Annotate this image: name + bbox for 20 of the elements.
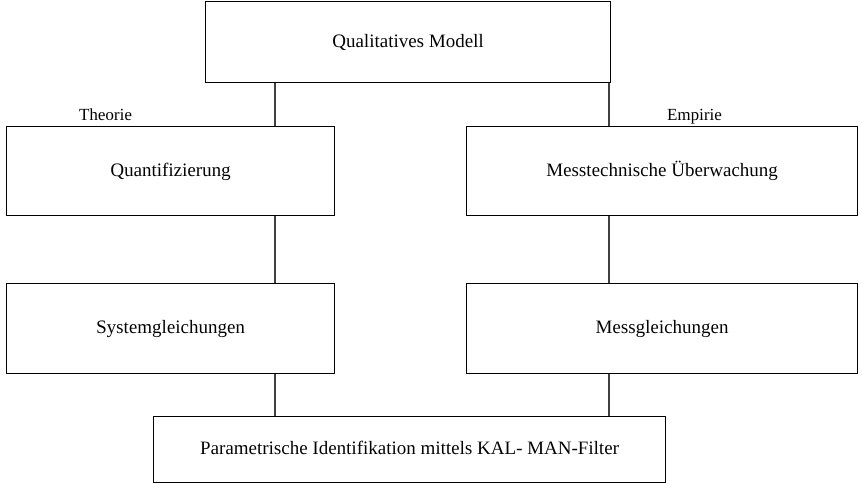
box-label: Messgleichungen xyxy=(594,317,730,340)
connector-line xyxy=(608,83,610,126)
connector-line xyxy=(274,83,276,126)
connector-line xyxy=(608,216,610,283)
connector-line xyxy=(274,216,276,283)
box-label: Quantifizierung xyxy=(109,160,232,182)
box-label: Parametrische Identifikation mittels KAL- MAN-Filter xyxy=(199,438,620,461)
box-label: Systemgleichungen xyxy=(95,317,246,340)
process-box xyxy=(153,416,666,483)
connector-line xyxy=(274,374,276,416)
box-label: Qualitatives Modell xyxy=(331,30,485,54)
process-box xyxy=(6,126,335,216)
box-label: Messtechnische Überwachung xyxy=(545,160,779,182)
process-box xyxy=(466,283,858,374)
process-box xyxy=(6,283,335,374)
process-box xyxy=(466,126,858,216)
branch-label: Theorie xyxy=(79,105,132,125)
branch-label: Empirie xyxy=(667,105,722,125)
process-box xyxy=(205,1,611,83)
connector-line xyxy=(608,374,610,416)
